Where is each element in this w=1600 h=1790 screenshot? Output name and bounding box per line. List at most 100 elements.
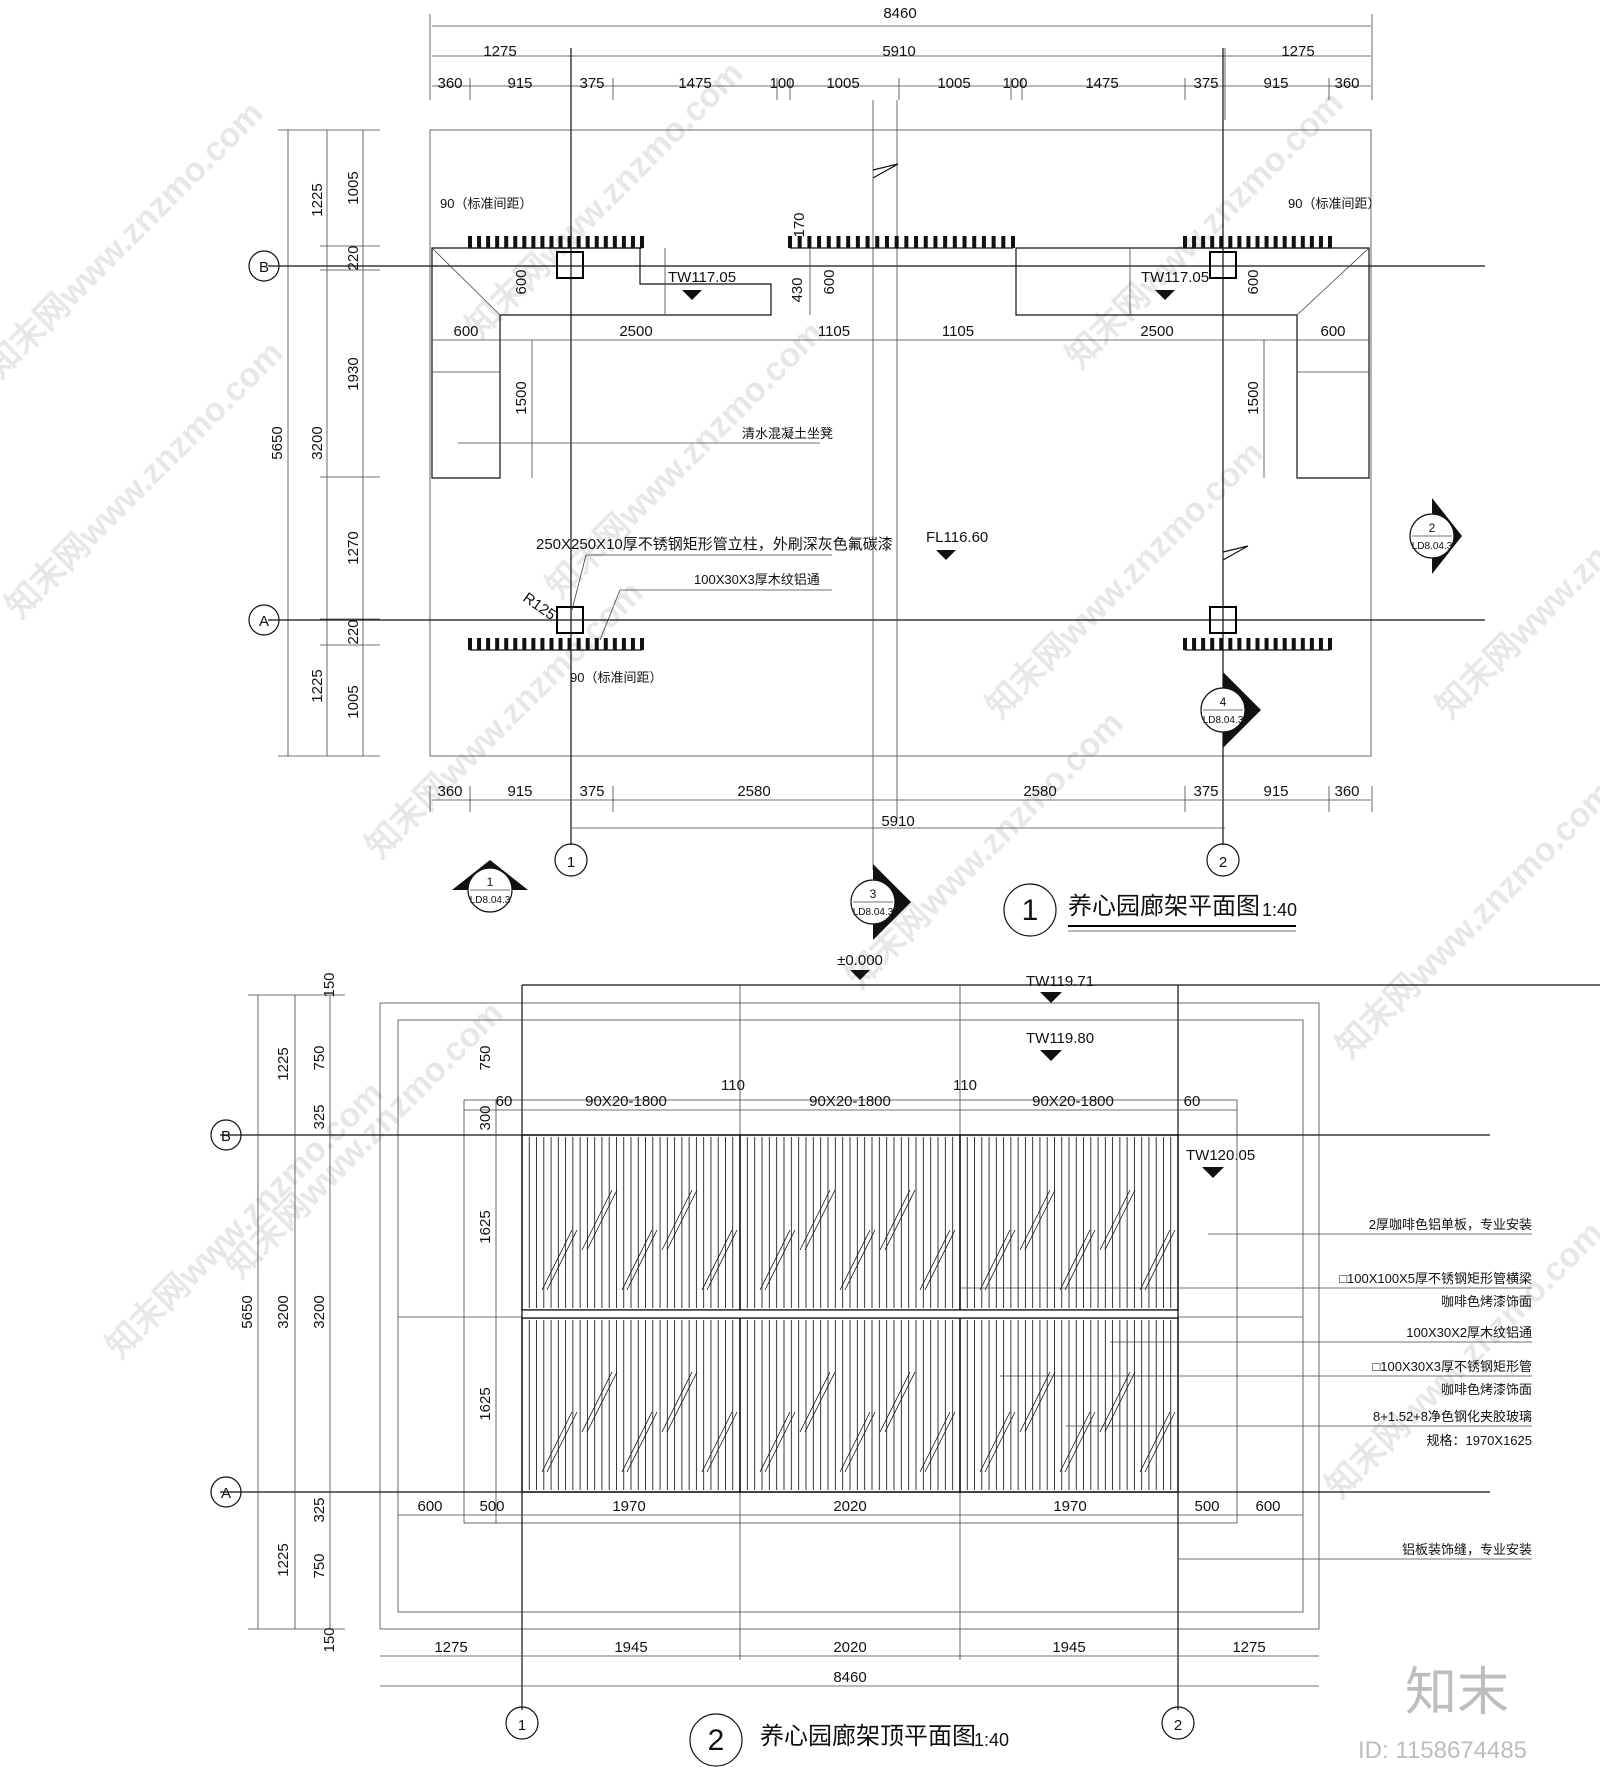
plan-notes: 清水混凝土坐凳 250X250X10厚不锈钢矩形管立柱，外刷深灰色氟碳漆 100… <box>458 426 893 641</box>
plan-level-marker-left: TW117.05 <box>668 269 736 300</box>
rail-tick <box>549 638 554 650</box>
plan-bench-left <box>431 247 772 479</box>
rail-tick <box>477 638 482 650</box>
plan-dim-2500: 2500 <box>619 323 652 340</box>
roof-level-markers: TW119.71 TW119.80 TW120.05 <box>1026 973 1255 1178</box>
rail-tick <box>513 236 518 248</box>
rail-tick <box>640 236 644 248</box>
plan-view: 8460 1275 5910 1275 360 915 375 1475 100… <box>248 5 1485 940</box>
plan-bottom-dim-mid: 5910 <box>881 813 914 830</box>
roof-tw2: TW119.80 <box>1026 1030 1094 1047</box>
rail-tick <box>558 638 563 650</box>
roof-outer-frame <box>379 1002 1320 1630</box>
rail-tick <box>1246 638 1251 650</box>
roof-notes: 2厚咖啡色铝单板，专业安装 □100X100X5厚不锈钢矩形管横梁 咖啡色烤漆饰… <box>960 1217 1532 1560</box>
rail-tick <box>1328 638 1332 650</box>
plan-dim-600-vert: 600 <box>513 269 530 294</box>
roof-title-number: 2 <box>708 1724 725 1757</box>
rail-tick <box>531 236 536 248</box>
image-id: ID: 1158674485 <box>1358 1737 1527 1764</box>
rail-tick <box>865 236 870 248</box>
rail-tick <box>522 236 527 248</box>
plan-dim-600: 600 <box>453 323 478 340</box>
watermark-text: 知末网www.znzmo.com <box>1329 774 1600 1066</box>
svg-text:1275: 1275 <box>434 1639 467 1656</box>
rail-tick <box>1210 638 1215 650</box>
rail-tick <box>1011 236 1015 248</box>
svg-text:90X20-1800: 90X20-1800 <box>585 1093 667 1110</box>
plan-r125: R125 <box>520 589 559 623</box>
rail-tick <box>855 236 860 248</box>
plan-dim-left-inner: 1270 <box>345 531 362 564</box>
svg-text:8+1.52+8净色钢化夹胶玻璃: 8+1.52+8净色钢化夹胶玻璃 <box>1373 1409 1532 1424</box>
plan-dim-detail: 915 <box>507 75 532 92</box>
rail-tick <box>603 638 608 650</box>
rail-tick <box>1328 236 1332 248</box>
svg-text:60: 60 <box>1184 1093 1201 1110</box>
rail-tick <box>522 638 527 650</box>
svg-text:1945: 1945 <box>614 1639 647 1656</box>
svg-text:A: A <box>259 613 269 630</box>
svg-text:□100X100X5厚不锈钢矩形管横梁: □100X100X5厚不锈钢矩形管横梁 <box>1339 1271 1532 1286</box>
plan-axis-a: A <box>248 604 280 636</box>
svg-text:325: 325 <box>311 1104 328 1129</box>
roof-beam <box>521 1309 1179 1319</box>
svg-text:1: 1 <box>567 854 575 871</box>
rail-tick <box>567 638 572 650</box>
rail-tick <box>1309 638 1314 650</box>
rail-tick <box>981 236 986 248</box>
svg-text:□100X30X3厚不锈钢矩形管: □100X30X3厚不锈钢矩形管 <box>1372 1359 1532 1374</box>
rail-tick <box>1318 236 1323 248</box>
rail-tick <box>576 236 581 248</box>
rail-tick <box>585 638 590 650</box>
rail-tick <box>1300 638 1305 650</box>
rail-tick <box>1255 236 1260 248</box>
rail-tick <box>504 638 509 650</box>
plan-dim-detail: 1475 <box>1085 75 1118 92</box>
svg-text:2020: 2020 <box>833 1639 866 1656</box>
roof-top-labels: 60 90X20-1800 110 90X20-1800 110 90X20-1… <box>464 1077 1237 1111</box>
rail-tick <box>531 638 536 650</box>
svg-text:150: 150 <box>321 972 338 997</box>
plan-column-a1 <box>556 606 584 634</box>
svg-text:1: 1 <box>487 875 494 889</box>
roof-tw1: TW119.71 <box>1026 973 1094 990</box>
rail-tick <box>1228 638 1233 650</box>
plan-floor-level: FL116.60 <box>926 529 988 560</box>
roof-glass-dimensions: 300 1625 1625 750 <box>477 1045 497 1523</box>
plan-flag-top <box>872 163 899 179</box>
rail-tick <box>540 638 545 650</box>
rail-tick <box>1237 638 1242 650</box>
roof-left-dimensions: 5650 1225 3200 1225 150 750 325 3200 325… <box>239 972 345 1653</box>
rail-tick <box>1273 638 1278 650</box>
svg-text:500: 500 <box>1194 1498 1219 1515</box>
svg-text:8460: 8460 <box>833 1669 866 1686</box>
plan-section-marker-4: 4 LD8.04.3 <box>1200 672 1261 748</box>
plan-dim-mid-left: 1275 <box>483 43 516 60</box>
rail-tick <box>630 638 635 650</box>
plan-bottom-dim: 375 <box>579 783 604 800</box>
rail-tick <box>558 236 563 248</box>
rail-tick <box>549 236 554 248</box>
roof-axis-2: 2 <box>1161 1706 1195 1740</box>
svg-text:1625: 1625 <box>477 1387 494 1420</box>
plan-bottom-dim: 915 <box>507 783 532 800</box>
plan-spacing-label-tl: 90（标准间距） <box>440 196 532 211</box>
svg-text:咖啡色烤漆饰面: 咖啡色烤漆饰面 <box>1441 1294 1532 1309</box>
svg-text:90X20-1800: 90X20-1800 <box>1032 1093 1114 1110</box>
plan-dim-1500-left: 1500 <box>513 381 530 414</box>
rail-tick <box>603 236 608 248</box>
rail-tick <box>1210 236 1215 248</box>
svg-text:规格：1970X1625: 规格：1970X1625 <box>1426 1433 1532 1448</box>
rail-tick <box>468 236 472 248</box>
plan-dim-1500-right: 1500 <box>1245 381 1262 414</box>
svg-text:110: 110 <box>721 1077 745 1094</box>
rail-tick <box>1237 236 1242 248</box>
rail-tick <box>585 236 590 248</box>
roof-title-block: 2 养心园廊架顶平面图 1:40 <box>689 1713 1009 1767</box>
plan-dim-2500: 2500 <box>1140 323 1173 340</box>
plan-dim-600-vert: 600 <box>821 269 838 294</box>
svg-text:1: 1 <box>518 1717 526 1734</box>
roof-axis-1: 1 <box>505 1706 539 1740</box>
plan-spacing-label-tr: 90（标准间距） <box>1288 196 1380 211</box>
